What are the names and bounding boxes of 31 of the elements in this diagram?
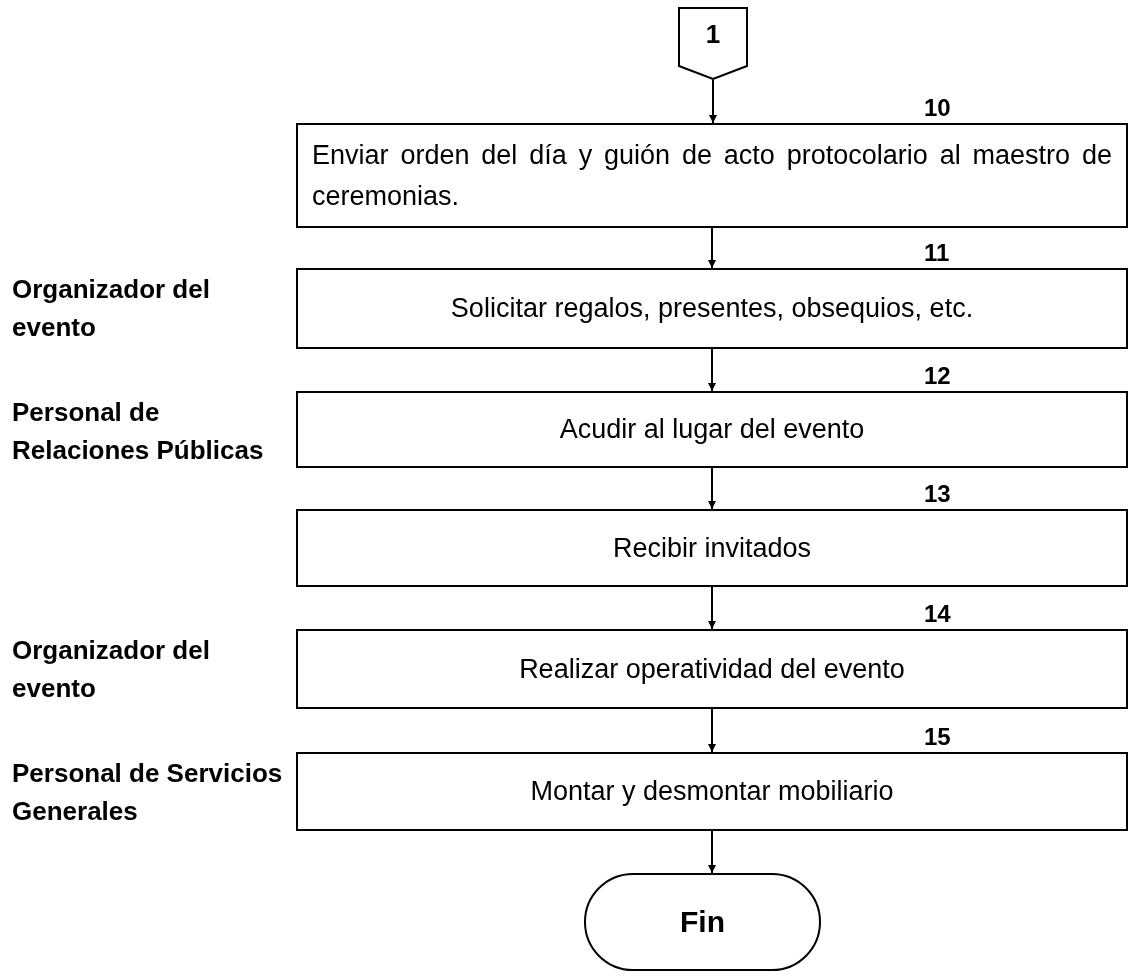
arrow (708, 227, 716, 269)
process-box (296, 629, 1128, 709)
arrow (708, 467, 716, 510)
role-label: Organizador del evento (12, 273, 211, 344)
step-number: 11 (924, 239, 950, 267)
step-text: Enviar orden del día y guión de acto protocolario al maestro de ceremonias. (312, 139, 1112, 213)
step-number: 14 (924, 600, 951, 628)
step-text: Solicitar regalos, presentes, obsequios, etc. (450, 293, 974, 324)
end-label: Fin (680, 905, 725, 939)
arrow (708, 708, 716, 753)
step-number: 10 (924, 94, 951, 122)
process-box (296, 268, 1128, 349)
step-number: 15 (924, 723, 951, 751)
step-number: 13 (924, 480, 951, 508)
process-box (296, 752, 1128, 831)
step-text: Realizar operatividad del evento (519, 653, 905, 685)
connector-number: 1 (705, 19, 721, 50)
step-text: Recibir invitados (612, 532, 812, 564)
process-box (296, 509, 1128, 587)
process-box (296, 123, 1128, 228)
step-text: Acudir al lugar del evento (559, 414, 865, 445)
arrow (708, 586, 716, 630)
step-text: Montar y desmontar mobiliario (530, 776, 894, 807)
role-label: Personal de Relaciones Públicas (12, 396, 265, 467)
arrow (708, 830, 716, 874)
arrow (708, 348, 716, 392)
role-label: Personal de Servicios Generales (12, 757, 284, 828)
arrow (709, 79, 717, 124)
step-number: 12 (924, 362, 951, 390)
role-label: Organizador del evento (12, 634, 211, 705)
process-box (296, 391, 1128, 468)
